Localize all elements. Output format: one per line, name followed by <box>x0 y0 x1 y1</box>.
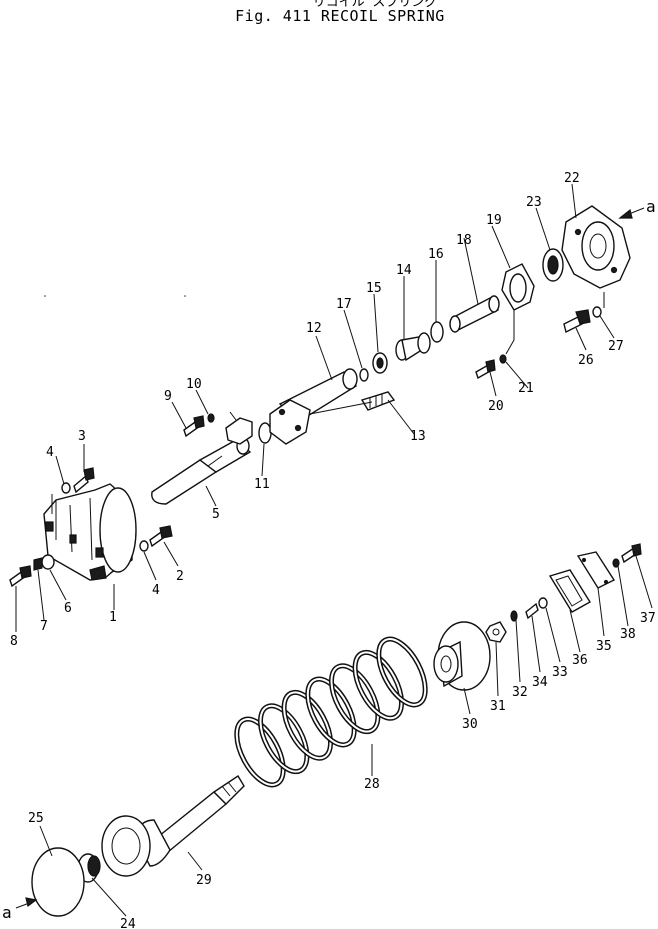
callout-22: 22 <box>564 171 580 186</box>
callout-38: 38 <box>620 627 636 642</box>
callout-12: 12 <box>306 321 322 336</box>
spring-coil-highlight <box>283 691 332 760</box>
callout-3: 3 <box>78 429 86 444</box>
callout-5: 5 <box>212 507 220 522</box>
part-13-grease-fitting <box>360 391 396 411</box>
part-35-cover-plate <box>576 551 616 589</box>
cylinder-bracket <box>225 417 253 445</box>
leader-lines <box>15 183 653 917</box>
callout-4b: 4 <box>152 583 160 598</box>
figure-title: Fig. 411 RECOIL SPRING <box>235 7 445 25</box>
callout-37: 37 <box>640 611 656 626</box>
part-16-seal <box>430 321 444 343</box>
spring-coil-highlight <box>306 678 356 746</box>
part-11-o-ring <box>258 422 272 444</box>
part-25-o-ring <box>31 847 85 917</box>
part-31-nut <box>485 621 507 643</box>
callout-2: 2 <box>176 569 184 584</box>
callout-7: 7 <box>40 619 48 634</box>
callout-9: 9 <box>164 389 172 404</box>
part-38-washer <box>612 558 620 568</box>
part-4-washer-top <box>61 482 71 494</box>
part-20-bolt <box>475 359 496 380</box>
part-1-housing <box>43 483 137 581</box>
part-10-washer <box>207 413 215 423</box>
part-6-washer <box>41 554 55 570</box>
japanese-subtitle: リコイル スプリング <box>313 0 438 10</box>
callout-34: 34 <box>532 675 548 690</box>
callout-24: 24 <box>120 917 136 929</box>
part-34-bolt <box>525 602 539 620</box>
svg-text:a: a <box>646 197 656 216</box>
callout-15: 15 <box>366 281 382 296</box>
callout-27: 27 <box>608 339 624 354</box>
callout-19: 19 <box>486 213 502 228</box>
callout-36: 36 <box>572 653 588 668</box>
part-36-gasket <box>548 569 591 613</box>
part-5-shaft <box>151 437 252 505</box>
callout-10: 10 <box>186 377 202 392</box>
reference-arrow-top: a <box>618 197 656 219</box>
part-32-lock-washer <box>510 610 518 622</box>
part-4-washer-right <box>139 540 149 552</box>
part-19-gasket <box>501 263 535 311</box>
callout-14: 14 <box>396 263 412 278</box>
callout-4a: 4 <box>46 445 54 460</box>
spring-coil-highlight <box>259 704 308 773</box>
callout-26: 26 <box>578 353 594 368</box>
part-18-tube <box>449 295 500 333</box>
callout-1: 1 <box>109 610 117 625</box>
callout-11: 11 <box>254 477 270 492</box>
part-14-spacer <box>395 332 431 362</box>
part-15-bearing <box>372 352 388 374</box>
callout-21: 21 <box>518 381 534 396</box>
reference-arrow-bottom: a <box>2 897 38 922</box>
part-8-bolt <box>9 565 32 588</box>
callout-labels: 1 2 3 4 4 5 6 7 8 9 10 11 12 13 14 15 16… <box>10 171 656 929</box>
callout-35: 35 <box>596 639 612 654</box>
scan-speck <box>44 295 46 297</box>
callout-28: 28 <box>364 777 380 792</box>
callout-31: 31 <box>490 699 506 714</box>
part-3-bolt <box>73 467 95 494</box>
part-7-lock-plate <box>33 557 43 571</box>
callout-6: 6 <box>64 601 72 616</box>
callout-13: 13 <box>410 429 426 444</box>
scan-speck <box>184 295 186 297</box>
part-2-bolt <box>149 525 173 548</box>
callout-29: 29 <box>196 873 212 888</box>
spring-coil-highlight <box>235 718 285 786</box>
part-12-cylinder <box>269 368 358 445</box>
part-29-rod <box>101 775 245 877</box>
part-27-washer <box>592 306 602 318</box>
part-37-bolt <box>621 543 642 564</box>
callout-23: 23 <box>526 195 542 210</box>
spring-coil-highlight <box>330 664 379 733</box>
part-26-bolt <box>563 309 591 334</box>
callout-16: 16 <box>428 247 444 262</box>
callout-25: 25 <box>28 811 44 826</box>
callout-30: 30 <box>462 717 478 732</box>
part-28-recoil-spring <box>234 636 428 788</box>
part-23-bearing <box>542 248 564 282</box>
callout-33: 33 <box>552 665 568 680</box>
part-22-end-cover <box>561 205 631 289</box>
callout-32: 32 <box>512 685 528 700</box>
callout-17: 17 <box>336 297 352 312</box>
spring-coil-highlight <box>354 651 403 720</box>
spring-coil-highlight <box>377 638 427 706</box>
part-30-hub <box>433 621 491 691</box>
callout-18: 18 <box>456 233 472 248</box>
callout-20: 20 <box>488 399 504 414</box>
part-9-bolt <box>183 415 205 438</box>
callout-8: 8 <box>10 634 18 649</box>
part-33-washer <box>538 597 548 609</box>
part-17-ring <box>359 368 369 382</box>
svg-text:a: a <box>2 903 12 922</box>
part-21-washer <box>499 354 507 364</box>
